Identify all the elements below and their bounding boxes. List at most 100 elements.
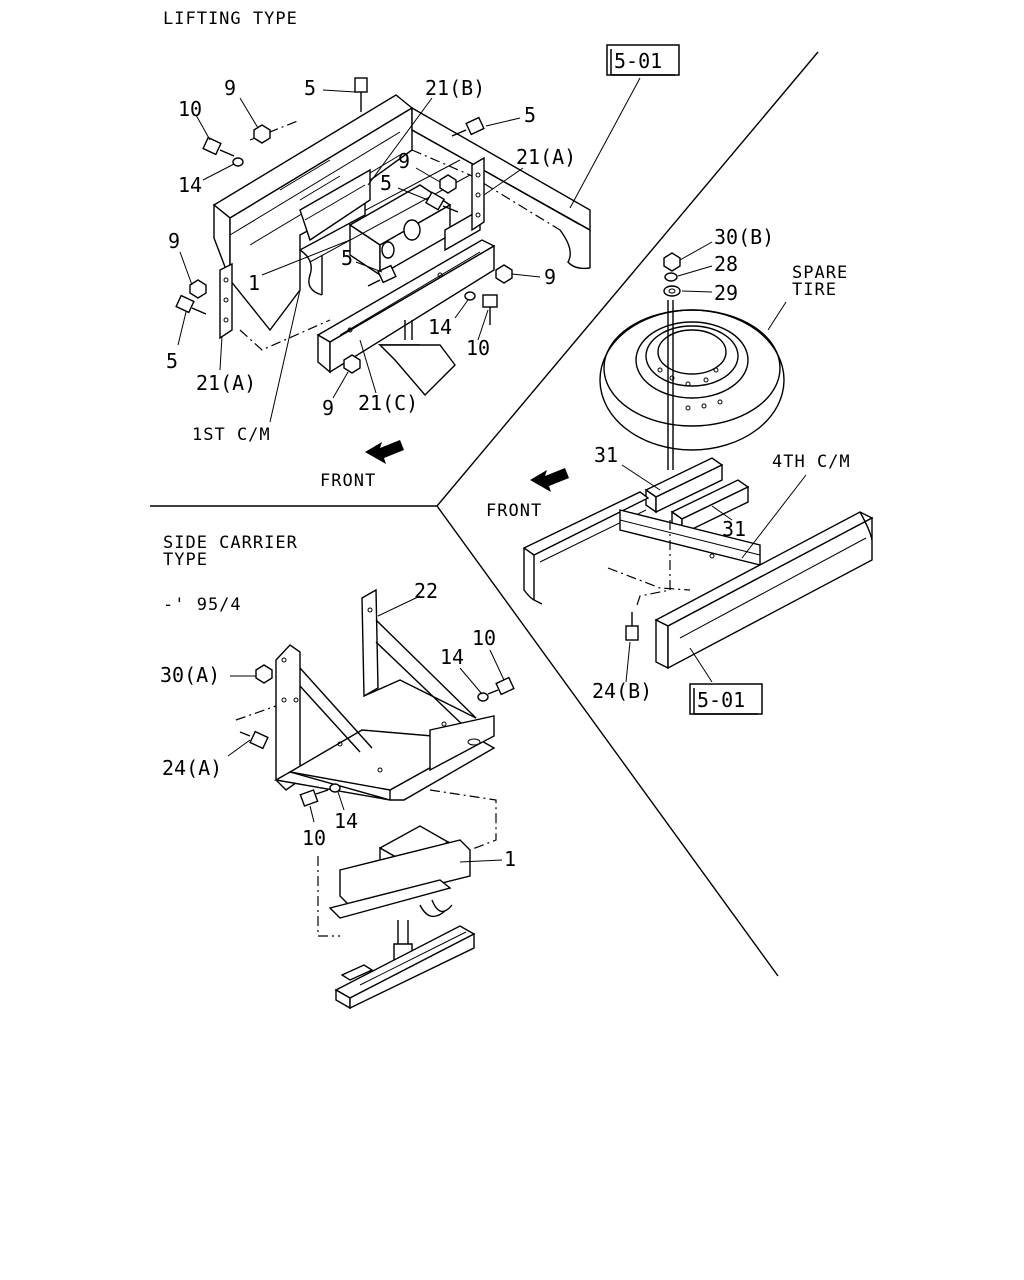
arrow-front-icon: [530, 468, 569, 492]
ref-box-5-01-bottom: 5-01: [689, 683, 763, 715]
washer-icon: [464, 291, 476, 301]
bolt-icon: [367, 264, 397, 287]
section-dividers: [150, 51, 819, 977]
nut-icon: [253, 124, 271, 144]
spare-tire-section: SPARE TIRE: [486, 225, 874, 715]
leader-lines-side: [227, 595, 505, 863]
label-part-21b: 21(B): [425, 76, 485, 100]
bolt-icon: [239, 730, 269, 750]
label-part-1: 1: [504, 847, 516, 871]
label-part-21a: 21(A): [516, 145, 576, 169]
washer-icon: [477, 692, 489, 702]
carrier-rail-side: [334, 925, 476, 1010]
ref-box-label: 5-01: [614, 49, 662, 73]
nut-icon: [663, 252, 681, 272]
lifting-type-section: LIFTING TYPE: [163, 9, 680, 491]
label-frame-1st-cm: 1ST C/M: [192, 425, 271, 445]
nut-icon: [189, 279, 207, 299]
nut-icon: [495, 264, 513, 284]
leader-lines-spare: [621, 241, 807, 683]
bolt-icon: [482, 294, 498, 325]
washer-icon: [663, 285, 681, 297]
label-part-29: 29: [714, 281, 738, 305]
carrier-bracket-22: [273, 588, 496, 801]
side-carrier-section: SIDE CARRIER TYPE -' 95/4: [160, 533, 516, 1010]
label-part-5: 5: [304, 76, 316, 100]
bolt-icon: [487, 676, 515, 696]
centerline: [607, 567, 691, 591]
labels-lifting: 5 9 10 21(B) 5 14 9 21(A) 5 9 5 1 9 5 14…: [166, 76, 576, 491]
label-part-14: 14: [334, 809, 358, 833]
ref-box-5-01-top: 5-01: [606, 44, 680, 76]
label-part-14: 14: [178, 173, 202, 197]
fasteners-side: [239, 664, 515, 807]
arrow-front-icon: [365, 440, 404, 464]
bracket-21a-right: [471, 156, 485, 232]
lifting-type-title: LIFTING TYPE: [163, 9, 298, 29]
leader-lines-lifting: [177, 77, 641, 423]
label-frame-4th-cm: 4TH C/M: [772, 452, 851, 472]
ref-box-label: 5-01: [697, 688, 745, 712]
label-part-5: 5: [380, 171, 392, 195]
label-part-10: 10: [466, 336, 490, 360]
nut-icon: [255, 664, 273, 684]
label-part-5: 5: [524, 103, 536, 127]
bolt-icon: [175, 294, 207, 315]
label-part-9: 9: [398, 149, 410, 173]
frame-rail-spare-right: [654, 511, 874, 670]
carrier-rail-21c: [316, 239, 496, 374]
label-part-9: 9: [224, 76, 236, 100]
bracket-21a-left: [219, 262, 233, 340]
nut-icon: [343, 354, 361, 374]
label-part-21c: 21(C): [358, 391, 418, 415]
label-part-28: 28: [714, 252, 738, 276]
labels-spare: 30(B) 28 29 31 31 4TH C/M FRONT 24(B): [486, 225, 851, 703]
bracket-21b: [299, 168, 371, 242]
centerline: [317, 856, 340, 937]
winch-part-1-side: [328, 825, 471, 961]
bolt-icon: [299, 789, 329, 807]
centerline: [235, 705, 277, 721]
nut-icon: [439, 174, 457, 194]
spare-tire-title-line2: TIRE: [792, 280, 837, 300]
label-part-5: 5: [341, 246, 353, 270]
spacer-block-31-b: [670, 479, 750, 536]
date-range: -' 95/4: [163, 595, 242, 615]
label-part-21a: 21(A): [196, 371, 256, 395]
label-part-14: 14: [428, 315, 452, 339]
side-carrier-title-line1: SIDE CARRIER: [163, 533, 298, 553]
label-part-1: 1: [248, 271, 260, 295]
label-part-24b: 24(B): [592, 679, 652, 703]
side-carrier-title-line2: TYPE: [163, 550, 208, 570]
frame-rail-lifting: [411, 106, 591, 270]
label-part-9: 9: [168, 229, 180, 253]
spacer-block-31-a: [644, 457, 724, 514]
washer-icon: [664, 272, 678, 282]
spare-tire: [599, 300, 785, 470]
label-part-22: 22: [414, 579, 438, 603]
frame-rail-spare-left: [522, 491, 650, 605]
spare-tire-title-line1: SPARE: [792, 263, 848, 283]
fasteners-lifting: [175, 77, 513, 374]
bolt-icon: [625, 612, 639, 641]
centerline: [635, 520, 671, 609]
label-front: FRONT: [486, 501, 542, 521]
bolt-icon: [451, 116, 485, 137]
bolt-icon: [354, 77, 368, 112]
label-part-30a: 30(A): [160, 663, 220, 687]
fasteners-spare: [663, 252, 681, 297]
washer-icon: [329, 783, 341, 793]
label-part-10: 10: [302, 826, 326, 850]
bolt-icon: [202, 136, 235, 157]
label-part-9: 9: [544, 265, 556, 289]
label-part-24a: 24(A): [162, 756, 222, 780]
label-part-10: 10: [178, 97, 202, 121]
hook-assembly: [377, 320, 456, 397]
crossmember-1st: [212, 94, 414, 351]
washer-icon: [232, 157, 244, 167]
label-part-14: 14: [440, 645, 464, 669]
labels-side: 22 10 14 30(A) 24(A) 10 14 1: [160, 579, 516, 871]
centerline: [429, 789, 497, 851]
label-front: FRONT: [320, 471, 376, 491]
